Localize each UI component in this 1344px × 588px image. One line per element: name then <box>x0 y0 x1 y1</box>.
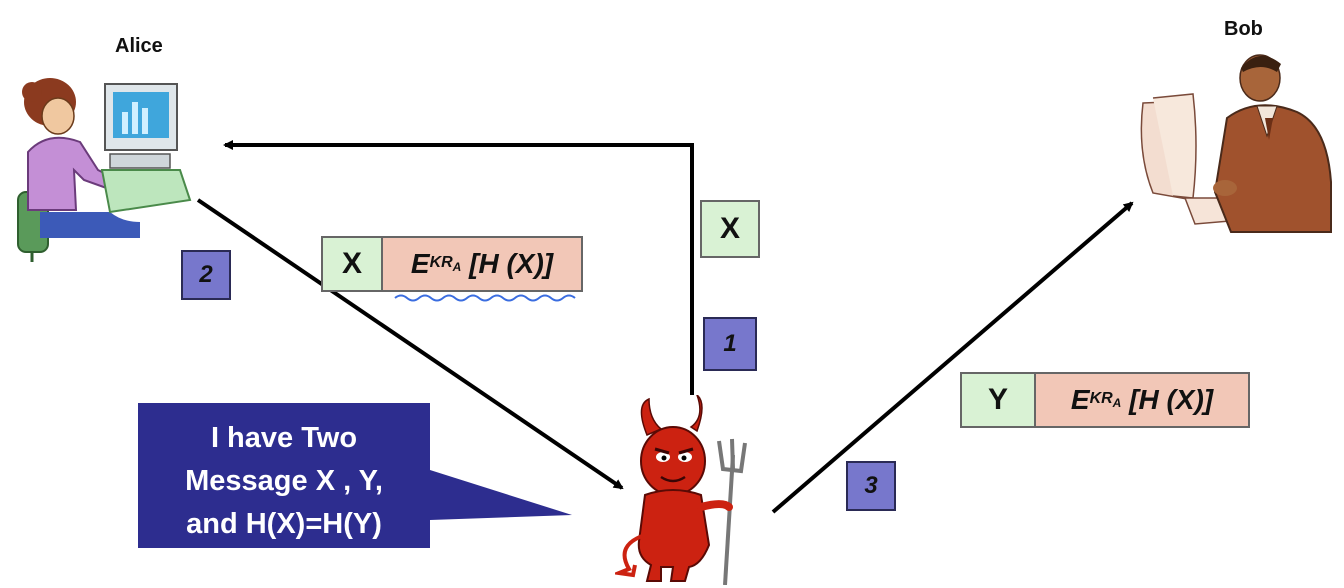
sig-main: E <box>410 248 430 279</box>
alice-at-computer-icon <box>17 78 192 262</box>
arrow-step-2 <box>196 198 624 490</box>
step-badge-2: 2 <box>181 250 231 300</box>
bob-label: Bob <box>1224 18 1263 40</box>
message-1: X <box>700 200 760 258</box>
sig-main: E <box>1070 384 1090 415</box>
spellcheck-underline <box>394 294 576 302</box>
sig-subsub: A <box>1112 396 1122 410</box>
devil-attacker-icon <box>615 395 747 585</box>
callout-pointer <box>430 470 572 520</box>
attacker-callout: I have Two Message X , Y, and H(X)=H(Y) <box>138 403 430 548</box>
step-badge-3: 3 <box>846 461 896 511</box>
callout-line-1: I have Two <box>210 422 358 454</box>
arrow-step-3 <box>771 201 1134 514</box>
callout-line-2: Message X , Y, <box>185 465 383 497</box>
alice-label: Alice <box>115 35 163 57</box>
message-3-plain: Y <box>962 374 1034 426</box>
callout-line-3: and H(X)=H(Y) <box>186 508 382 540</box>
arrow-step-1 <box>223 140 694 395</box>
sig-subsub: A <box>452 260 462 274</box>
message-2-plain: X <box>323 238 381 290</box>
sig-tail: [H (X)] <box>1129 384 1214 415</box>
step-badge-1: 1 <box>703 317 757 371</box>
bob-at-computer-icon <box>1140 54 1332 233</box>
sig-sub: KR <box>1089 390 1113 407</box>
sig-sub: KR <box>429 254 453 271</box>
sig-tail: [H (X)] <box>469 248 554 279</box>
message-1-plain: X <box>702 202 758 256</box>
